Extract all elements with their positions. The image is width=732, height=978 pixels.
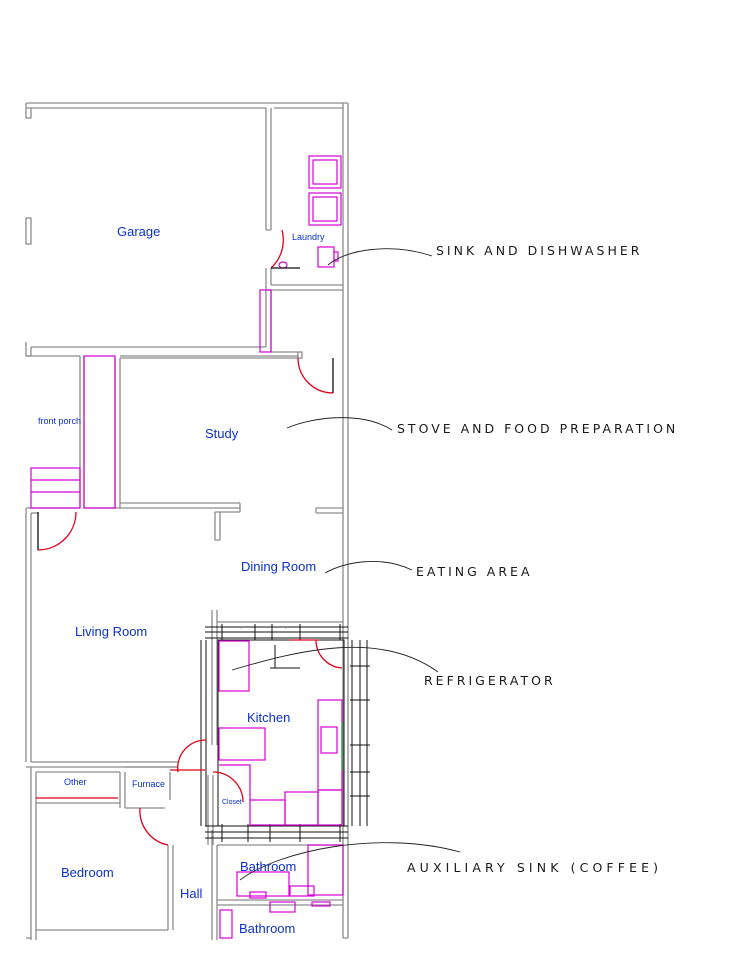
leader-stove: [286, 417, 393, 431]
storage-shelf: [259, 289, 272, 353]
leader-auxiliary-sink: [239, 842, 461, 881]
garage-bottom-wall: [26, 290, 299, 359]
callout-stove-food-prep: STOVE AND FOOD PREPARATION: [397, 421, 678, 436]
kitchen-right-dim-line: [351, 640, 368, 826]
study-door-swing: [297, 357, 334, 394]
hall-door-wall: [298, 351, 303, 359]
room-label-kitchen: Kitchen: [247, 710, 290, 725]
dishwasher: [249, 799, 286, 826]
walls: [25, 102, 349, 940]
study-bottom-right-wall: [315, 507, 343, 514]
porch-steps: [30, 467, 81, 509]
kitchen-top-dim-line: [205, 626, 348, 639]
laundry-west-wall: [265, 108, 272, 231]
room-label-bathroom-1: Bathroom: [240, 859, 296, 874]
room-label-front-porch: front porch: [38, 416, 81, 426]
washer-inner: [312, 196, 338, 222]
callout-eating-area: EATING AREA: [416, 564, 533, 579]
room-label-bathroom-2: Bathroom: [239, 921, 295, 936]
kitchen-bottom-ticks: [221, 824, 341, 842]
living-top-wall: [25, 507, 80, 762]
kitchen-west-wall: [211, 610, 218, 745]
closet-door-swing: [212, 771, 244, 803]
room-label-furnace: Furnace: [132, 779, 165, 789]
garage-west-wall-window: [25, 217, 32, 245]
laundry-door-swing: [270, 229, 284, 269]
furnace-door-swing: [177, 739, 207, 773]
callout-refrigerator: REFRIGERATOR: [424, 673, 556, 688]
kitchen-lower-cabinet: [284, 791, 319, 826]
kitchen-top-ticks: [221, 624, 341, 640]
furnace-walls: [125, 766, 178, 809]
room-label-dining-room: Dining Room: [241, 559, 316, 574]
garage-west-wall-lower: [25, 342, 32, 357]
garage-west-wall-upper: [25, 103, 32, 119]
dimension-labels: - -: [240, 626, 287, 631]
stove: [320, 726, 338, 754]
floor-drain: [278, 261, 288, 269]
dim-label-2: -: [285, 626, 287, 631]
bathroom-sink: [249, 891, 267, 899]
study-west-wall: [114, 358, 121, 508]
closet-shelf: [219, 764, 251, 800]
doors: [36, 229, 343, 846]
kitchen-right-counter: [317, 699, 343, 791]
leader-lines: [231, 248, 461, 881]
room-label-living-room: Living Room: [75, 624, 147, 639]
bedroom-walls: [36, 802, 174, 931]
living-door-swing: [37, 511, 77, 551]
kitchen-upper-cabinet: [218, 640, 250, 692]
porch-bench: [83, 355, 116, 509]
room-label-laundry: Laundry: [292, 232, 325, 242]
room-label-hall: Hall: [180, 886, 203, 901]
other-room-walls: [30, 767, 126, 940]
dryer: [308, 155, 342, 189]
kitchen-corner-cabinet: [317, 789, 343, 826]
porch-step-lines: [31, 479, 80, 493]
laundry-bottom-wall: [266, 284, 343, 291]
bathtub: [307, 844, 344, 896]
leader-refrigerator: [231, 646, 439, 673]
kitchen-north-door: [315, 639, 343, 669]
bedroom-door-swing: [139, 807, 169, 846]
kitchen-right-ticks: [350, 665, 370, 797]
bathroom-vanity: [236, 871, 290, 897]
leader-eating: [324, 560, 413, 574]
room-label-bedroom: Bedroom: [61, 865, 114, 880]
living-bottom-wall: [26, 761, 178, 768]
leader-sink-dishwasher: [327, 248, 433, 266]
east-exterior-wall: [342, 103, 349, 938]
hall-walls: [207, 775, 218, 940]
water-heater-tap: [333, 251, 339, 262]
dim-label-1: -: [240, 626, 242, 631]
bath2-vanity: [219, 909, 233, 939]
room-label-study: Study: [205, 426, 239, 441]
bath2-sink: [269, 901, 296, 913]
room-label-garage: Garage: [117, 224, 160, 239]
laundry-west-wall-lower: [265, 268, 272, 290]
kitchen-internal-dim: [270, 645, 300, 669]
washer: [308, 192, 342, 226]
kitchen-island: [218, 727, 266, 761]
kitchen-left-dim-line: [200, 640, 207, 826]
callout-sink-dishwasher: SINK AND DISHWASHER: [436, 243, 642, 258]
bath2-tub-edge: [311, 901, 331, 907]
garage-top-wall: [26, 102, 348, 109]
room-label-other: Other: [64, 777, 87, 787]
room-label-closet: Closet: [222, 799, 242, 806]
study-bottom-wall: [84, 502, 241, 541]
dryer-inner: [312, 159, 338, 185]
toilet: [289, 885, 315, 897]
callout-auxiliary-sink: AUXILIARY SINK (COFFEE): [407, 860, 661, 875]
kitchen-dimension-frame: [200, 624, 370, 842]
kitchen-bottom-dim-line: [205, 825, 348, 839]
fixtures: [30, 155, 344, 939]
laundry-sink: [317, 246, 335, 268]
